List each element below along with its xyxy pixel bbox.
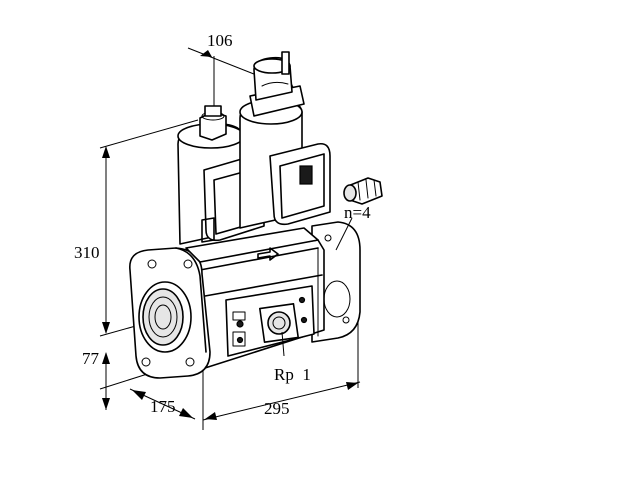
- port-thread-label: Rp 1: [274, 365, 311, 384]
- valve-body: [129, 221, 361, 379]
- top-nut: [199, 105, 227, 141]
- dim-175-label: 175: [150, 397, 176, 416]
- flange-holes-label: n=4: [344, 203, 371, 222]
- top-actuator: [249, 51, 305, 117]
- solenoid-right: [239, 98, 331, 229]
- dim-310-label: 310: [74, 243, 100, 262]
- dim-295-label: 295: [264, 399, 290, 418]
- dim-77-label: 77: [82, 349, 100, 368]
- cable-gland: [343, 177, 383, 205]
- dim-106-label: 106: [207, 31, 233, 50]
